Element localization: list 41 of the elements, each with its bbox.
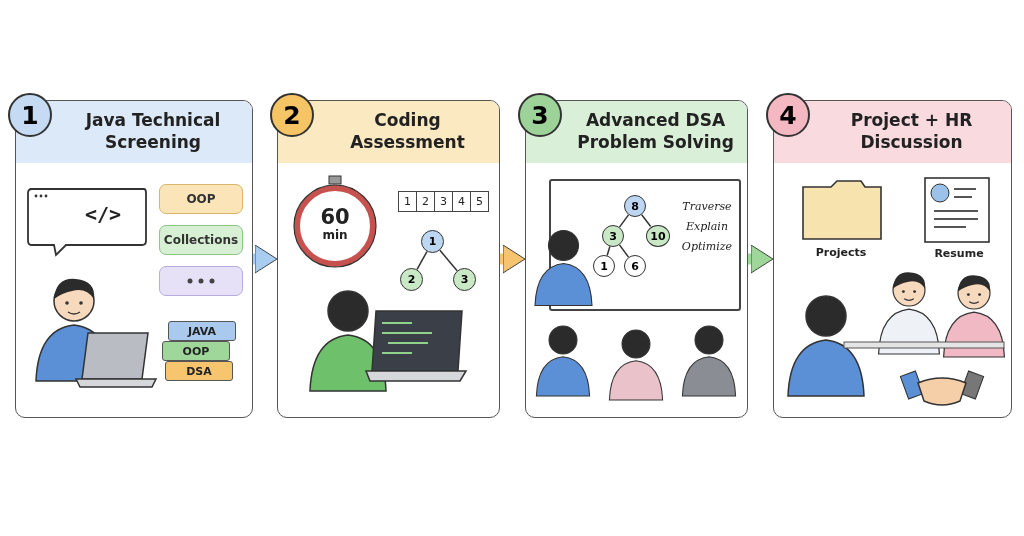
step-number: 2 bbox=[270, 93, 314, 137]
step-number: 4 bbox=[766, 93, 810, 137]
tree-node: 1 bbox=[421, 230, 444, 253]
whiteboard-note: Explain bbox=[685, 218, 729, 235]
tree-edge bbox=[618, 244, 630, 258]
tree-node: 10 bbox=[646, 225, 670, 247]
more-topics-tag bbox=[159, 266, 243, 296]
tree-node: 3 bbox=[602, 225, 624, 247]
whiteboard-note: Traverse bbox=[681, 198, 733, 215]
code-symbol: </> bbox=[83, 201, 123, 228]
whiteboard bbox=[549, 179, 741, 311]
topic-tag: Collections bbox=[159, 225, 243, 255]
step-title: Java Technical Screening bbox=[83, 109, 222, 153]
step-number: 1 bbox=[8, 93, 52, 137]
tree-node: 8 bbox=[624, 195, 646, 217]
step-title: Advanced DSA Problem Solving bbox=[576, 109, 735, 153]
tree-edge bbox=[416, 250, 428, 271]
book-spine: JAVA bbox=[168, 321, 236, 341]
icon-caption: Projects bbox=[814, 244, 868, 261]
topic-tag: OOP bbox=[159, 184, 243, 214]
tree-edge bbox=[640, 214, 652, 228]
flow-arrow bbox=[500, 244, 526, 274]
flow-arrow bbox=[253, 244, 278, 274]
book-spine: DSA bbox=[165, 361, 233, 381]
icon-caption: Resume bbox=[933, 245, 985, 262]
tree-node: 2 bbox=[400, 268, 423, 291]
tree-node: 3 bbox=[453, 268, 476, 291]
timer-unit: min bbox=[321, 227, 349, 243]
step-number: 3 bbox=[518, 93, 562, 137]
book-spine: OOP bbox=[162, 341, 230, 361]
step-title: Project + HR Discussion bbox=[849, 109, 974, 153]
tree-node: 1 bbox=[593, 255, 615, 277]
tree-edge bbox=[606, 245, 611, 257]
step-title: Coding Assessment bbox=[349, 109, 466, 153]
array-cell: 5 bbox=[470, 191, 489, 212]
tree-node: 6 bbox=[624, 255, 646, 277]
flow-arrow bbox=[748, 244, 774, 274]
tree-edge bbox=[439, 249, 458, 272]
timer-value: 60 bbox=[319, 205, 351, 229]
tree-edge bbox=[618, 214, 630, 228]
whiteboard-note: Optimize bbox=[680, 238, 734, 255]
